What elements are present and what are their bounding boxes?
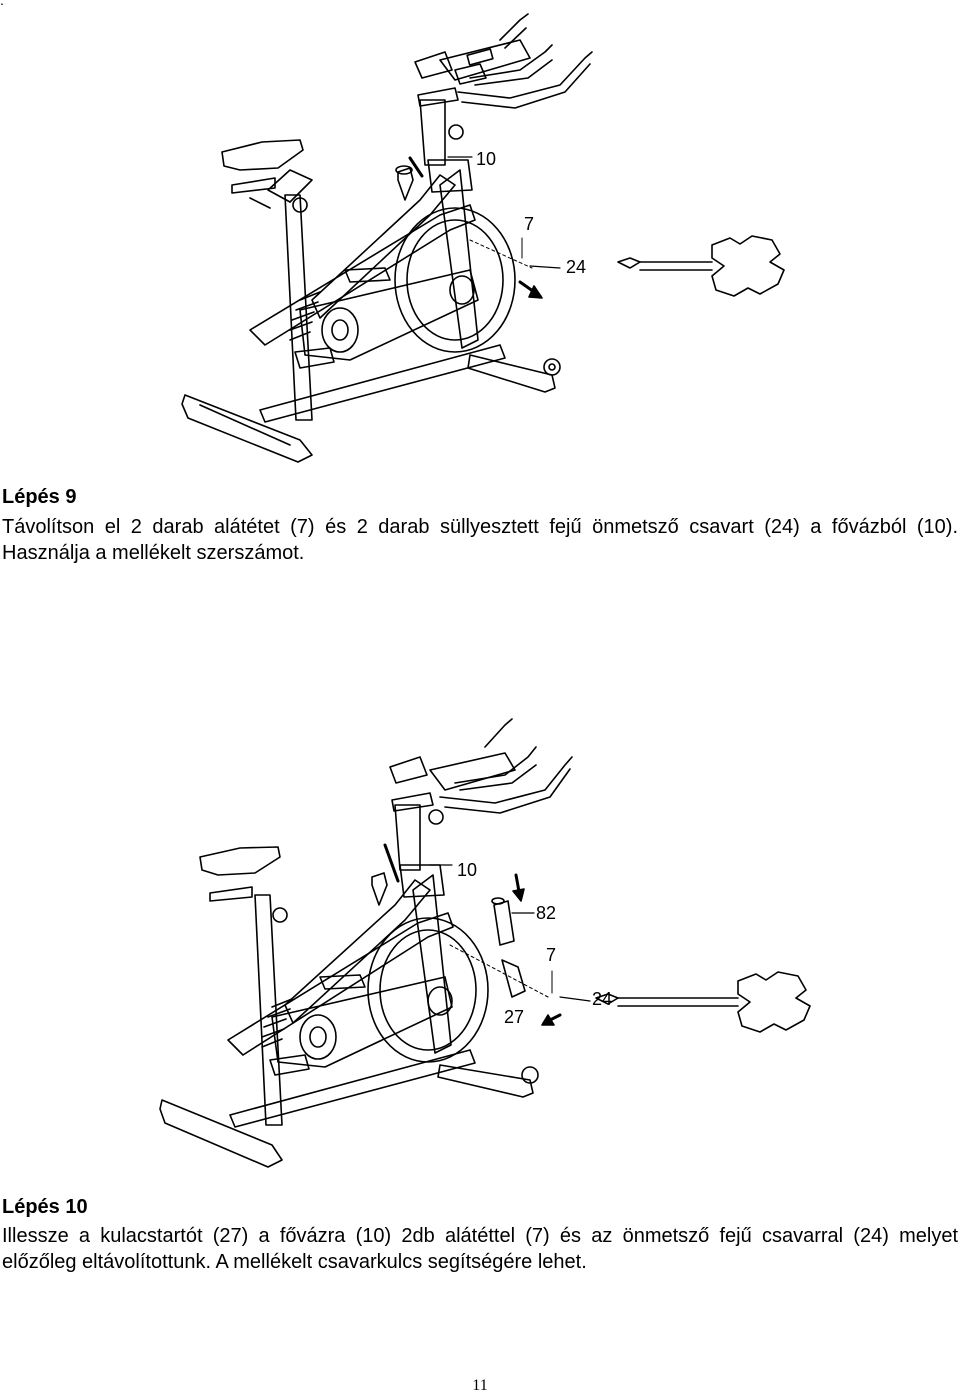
pedal-right <box>344 267 391 283</box>
handlebar-knob <box>448 124 464 140</box>
callout-24: 24 <box>566 257 586 277</box>
front-fork <box>412 874 452 1054</box>
pedal-right <box>319 974 366 990</box>
callout-7: 7 <box>524 214 534 234</box>
bike-diagram-2: 10 82 7 27 24 <box>159 718 811 1168</box>
main-frame <box>284 879 431 1024</box>
rear-stabilizer <box>159 1099 283 1168</box>
handlebar <box>439 756 573 804</box>
flywheel <box>367 917 489 1063</box>
seat-knob <box>292 197 308 213</box>
callout-10: 10 <box>476 149 496 169</box>
callout-7: 7 <box>546 945 556 965</box>
bottle-holder <box>501 959 526 998</box>
water-bottle <box>493 900 515 946</box>
saddle <box>221 139 304 171</box>
multi-tool-wrench <box>737 971 811 1033</box>
seat-knob <box>272 907 288 923</box>
handlebar <box>457 51 593 99</box>
step9-text: Távolítson el 2 darab alátétet (7) és 2 … <box>2 516 958 564</box>
resistance-knob <box>397 167 414 201</box>
front-stabilizer <box>467 354 556 393</box>
callout-27: 27 <box>504 1007 524 1027</box>
step10-text: Illessze a kulacstartót (27) a fővázra (… <box>2 1225 958 1273</box>
header-mark: . <box>0 0 4 8</box>
pedal-left <box>269 1054 310 1076</box>
handlebar-knob <box>428 809 444 825</box>
callout-82: 82 <box>536 903 556 923</box>
transport-wheel <box>543 358 561 376</box>
callout-24: 24 <box>592 989 612 1009</box>
handlebar-post <box>419 99 446 166</box>
step10-illustration: 10 82 7 27 24 <box>0 705 960 1170</box>
saddle <box>199 846 281 876</box>
screwdriver-tip <box>617 257 641 269</box>
transport-wheel <box>521 1066 539 1084</box>
chain-guard <box>271 976 453 1068</box>
front-fork <box>439 169 479 349</box>
callout-10: 10 <box>457 860 477 880</box>
console <box>429 752 516 791</box>
page-number: 11 <box>472 1377 488 1394</box>
pedal-left <box>294 347 335 369</box>
console <box>439 39 531 81</box>
step9-title: Lépés 9 <box>2 486 77 508</box>
seat-tube <box>284 194 313 421</box>
multi-tool-wrench <box>711 235 785 297</box>
handlebar-post <box>394 804 421 871</box>
step9-illustration: 10 7 24 <box>0 0 960 470</box>
flywheel <box>394 207 516 353</box>
front-stabilizer <box>437 1064 534 1098</box>
chain-guard <box>299 269 479 361</box>
rear-stabilizer <box>181 394 313 463</box>
seat-tube <box>254 894 283 1126</box>
resistance-knob <box>371 872 388 906</box>
step10-title: Lépés 10 <box>2 1196 88 1218</box>
main-frame <box>311 174 456 319</box>
bike-diagram-1: 10 7 24 <box>181 13 785 463</box>
